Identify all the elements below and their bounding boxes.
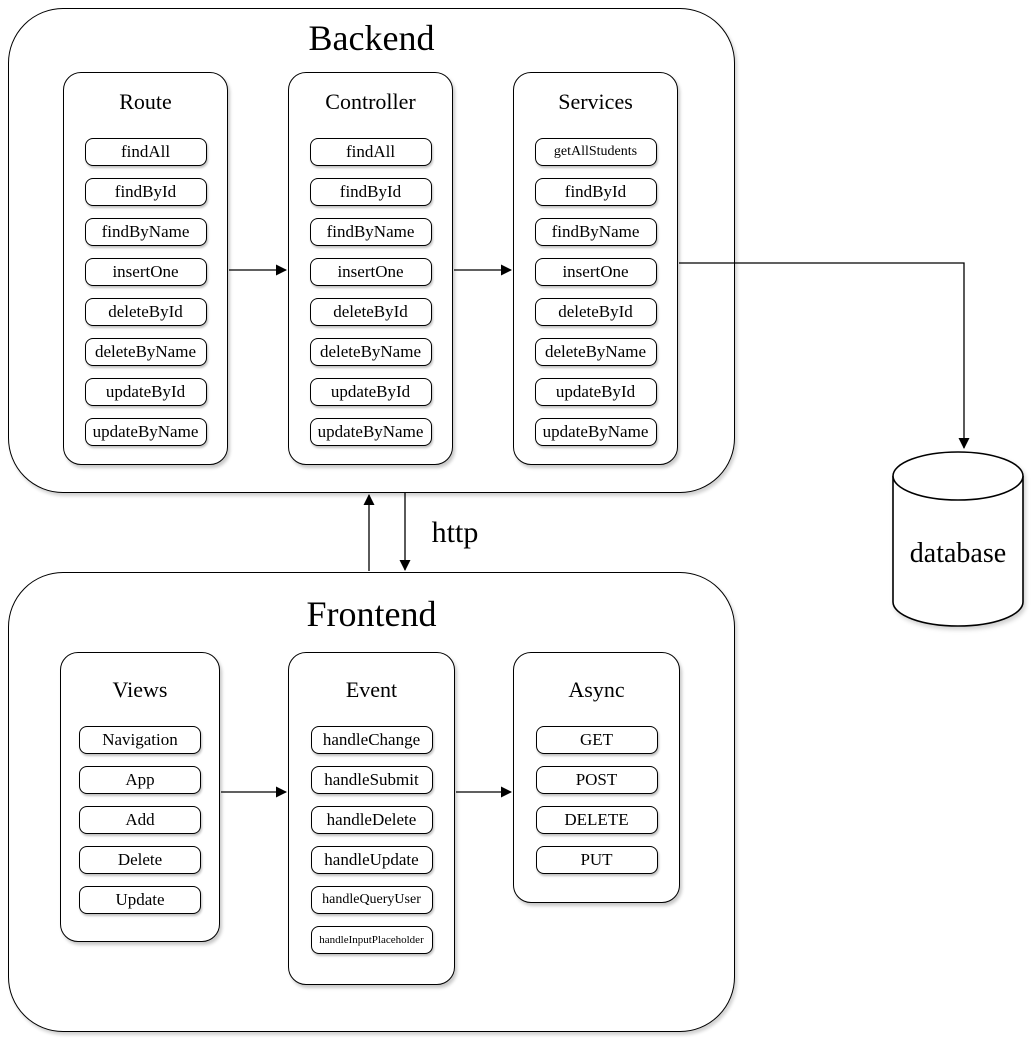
method-pill: findById	[309, 178, 432, 206]
http-method-pill: GET	[535, 726, 658, 754]
services-methods: getAllStudents findById findByName inser…	[534, 138, 657, 446]
method-pill: updateById	[534, 378, 657, 406]
method-pill: deleteByName	[309, 338, 432, 366]
controller-methods: findAll findById findByName insertOne de…	[309, 138, 432, 446]
method-pill: findById	[534, 178, 657, 206]
view-pill: Delete	[79, 846, 201, 874]
method-pill: findById	[84, 178, 207, 206]
method-pill: findAll	[309, 138, 432, 166]
handler-pill: handleChange	[310, 726, 433, 754]
controller-title: Controller	[325, 89, 416, 114]
http-method-pill: PUT	[535, 846, 658, 874]
method-pill: insertOne	[534, 258, 657, 286]
views-title: Views	[112, 677, 168, 702]
async-title: Async	[568, 677, 625, 702]
event-title: Event	[345, 677, 398, 702]
database-body	[892, 476, 1024, 627]
route-title: Route	[119, 89, 172, 114]
method-pill: deleteById	[309, 298, 432, 326]
backend-title: Backend	[308, 18, 435, 58]
method-pill: updateByName	[309, 418, 432, 446]
method-pill: deleteByName	[534, 338, 657, 366]
handler-pill: handleQueryUser	[310, 886, 433, 914]
method-pill: getAllStudents	[534, 138, 657, 166]
method-pill: updateById	[309, 378, 432, 406]
view-pill: App	[79, 766, 201, 794]
views-box: Views Navigation App Add Delete Update	[60, 652, 220, 942]
handler-pill: handleSubmit	[310, 766, 433, 794]
event-box: Event handleChange handleSubmit handleDe…	[288, 652, 455, 985]
method-pill: insertOne	[84, 258, 207, 286]
database-cylinder: database	[892, 451, 1024, 627]
http-method-pill: DELETE	[535, 806, 658, 834]
method-pill: findAll	[84, 138, 207, 166]
method-pill: updateById	[84, 378, 207, 406]
database-top	[892, 451, 1024, 501]
async-methods: GET POST DELETE PUT	[535, 726, 658, 874]
event-handlers: handleChange handleSubmit handleDelete h…	[310, 726, 433, 954]
handler-pill: handleUpdate	[310, 846, 433, 874]
http-edge-label: http	[431, 516, 479, 549]
route-box: Route findAll findById findByName insert…	[63, 72, 228, 465]
async-box: Async GET POST DELETE PUT	[513, 652, 680, 903]
handler-pill: handleDelete	[310, 806, 433, 834]
database-label: database	[910, 538, 1006, 569]
view-pill: Add	[79, 806, 201, 834]
services-title: Services	[558, 89, 633, 114]
method-pill: insertOne	[309, 258, 432, 286]
method-pill: updateByName	[534, 418, 657, 446]
method-pill: updateByName	[84, 418, 207, 446]
handler-pill: handleInputPlaceholder	[310, 926, 433, 954]
view-pill: Navigation	[79, 726, 201, 754]
method-pill: findByName	[309, 218, 432, 246]
http-method-pill: POST	[535, 766, 658, 794]
frontend-title: Frontend	[306, 594, 437, 634]
view-pill: Update	[79, 886, 201, 914]
views-items: Navigation App Add Delete Update	[79, 726, 201, 914]
services-box: Services getAllStudents findById findByN…	[513, 72, 678, 465]
route-methods: findAll findById findByName insertOne de…	[84, 138, 207, 446]
method-pill: findByName	[84, 218, 207, 246]
method-pill: deleteByName	[84, 338, 207, 366]
method-pill: deleteById	[84, 298, 207, 326]
method-pill: deleteById	[534, 298, 657, 326]
method-pill: findByName	[534, 218, 657, 246]
controller-box: Controller findAll findById findByName i…	[288, 72, 453, 465]
